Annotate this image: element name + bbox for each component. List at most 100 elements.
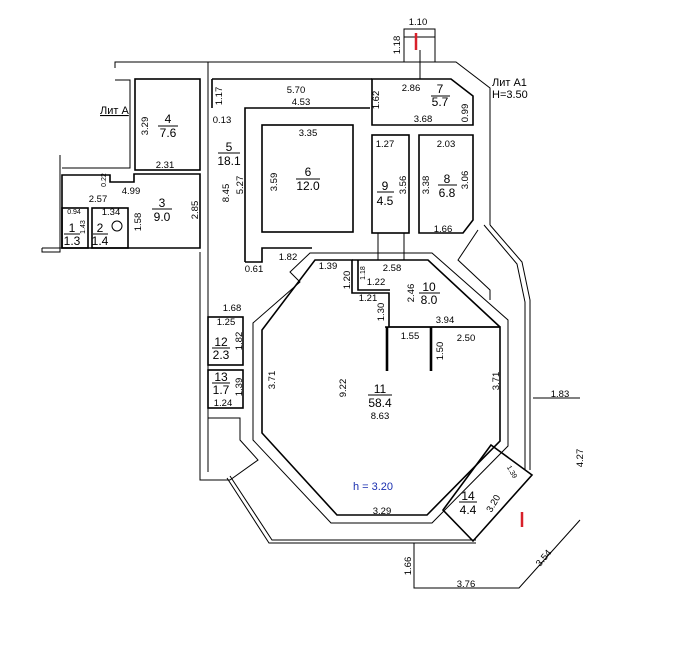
svg-text:10: 10 xyxy=(422,280,436,294)
dim-label: 2.58 xyxy=(383,263,402,274)
svg-text:5: 5 xyxy=(226,140,233,154)
dim-label: 1.24 xyxy=(214,398,233,409)
dim-label: 1.30 xyxy=(376,303,387,322)
dim-label: 2.57 xyxy=(89,194,108,205)
svg-text:14: 14 xyxy=(461,489,475,503)
room-8-outline xyxy=(418,134,474,234)
dim-label: 3.29 xyxy=(373,506,392,517)
room-10: 108.0 xyxy=(419,280,440,307)
dim-label: 2.46 xyxy=(406,284,417,303)
dim-label: 0.61 xyxy=(245,264,264,275)
dim-label: 5.70 xyxy=(287,85,306,96)
room-5: 518.1 xyxy=(217,140,241,168)
room-7: 75.7 xyxy=(431,82,450,109)
dim-label: 1.50 xyxy=(435,342,446,361)
svg-text:18.1: 18.1 xyxy=(217,154,241,168)
dim-label: 4.27 xyxy=(575,449,586,468)
svg-text:4: 4 xyxy=(165,112,172,126)
svg-text:6: 6 xyxy=(305,165,312,179)
dim-label: 3.68 xyxy=(414,114,433,125)
dim-label: 1.18 xyxy=(360,266,367,280)
height-a1-label: H=3.50 xyxy=(492,89,528,101)
dim-label: 1.43 xyxy=(80,220,87,234)
dim-label: 0.94 xyxy=(67,209,81,216)
dim-label: 1.39 xyxy=(319,261,338,272)
svg-text:7.6: 7.6 xyxy=(160,126,177,140)
svg-text:9.0: 9.0 xyxy=(154,210,171,224)
room-12-outline xyxy=(207,316,244,366)
dim-label: 2.85 xyxy=(190,201,201,220)
room-6-outline xyxy=(261,124,354,233)
room-6: 612.0 xyxy=(296,165,320,193)
dim-label: 3.06 xyxy=(460,171,471,190)
dim-label: 3.29 xyxy=(140,117,151,136)
dimensions: 1.10 1.18 2.86 1.62 0.99 3.68 1.27 2.03 … xyxy=(67,17,586,590)
dim-label: 1.66 xyxy=(403,557,414,576)
room-2-outline xyxy=(91,207,129,249)
svg-text:2.3: 2.3 xyxy=(213,348,230,362)
lit-a-label: Лит А xyxy=(100,105,129,117)
dim-label: 5.27 xyxy=(235,176,246,195)
dim-label: 3.71 xyxy=(491,372,502,391)
dim-label: 1.39 xyxy=(234,378,245,397)
dim-label: 3.71 xyxy=(267,371,278,390)
dim-label: 9.22 xyxy=(338,379,349,398)
room-1: 11.3 xyxy=(64,221,81,248)
svg-text:8.0: 8.0 xyxy=(421,293,438,307)
room-13: 131.7 xyxy=(212,370,230,397)
dim-label: 3.56 xyxy=(398,176,409,195)
dim-label: 2.03 xyxy=(437,139,456,150)
room-9-outline xyxy=(371,134,410,234)
svg-text:1.7: 1.7 xyxy=(213,383,230,397)
dim-label: 1.58 xyxy=(133,213,144,232)
dim-label: 3.76 xyxy=(457,579,476,590)
room-12: 122.3 xyxy=(212,335,230,362)
room-2: 21.4 xyxy=(92,221,109,248)
svg-text:2: 2 xyxy=(97,221,104,235)
dim-label: 3.35 xyxy=(299,128,318,139)
svg-text:12: 12 xyxy=(214,335,228,349)
svg-text:9: 9 xyxy=(382,179,389,193)
dim-label: 1.17 xyxy=(214,87,225,106)
dim-label: 0.13 xyxy=(213,115,232,126)
dim-label: 1.83 xyxy=(551,389,570,400)
svg-text:4.4: 4.4 xyxy=(460,503,477,517)
room-14-outline xyxy=(441,443,534,543)
dim-label: 1.34 xyxy=(102,207,121,218)
dim-label: 1.39 xyxy=(505,465,518,480)
dim-label: 1.22 xyxy=(367,277,386,288)
dim-label: 1.62 xyxy=(371,91,382,110)
room-4: 47.6 xyxy=(158,112,178,140)
dim-label: 2.31 xyxy=(156,160,175,171)
room-11-outline xyxy=(261,259,501,516)
room-8: 86.8 xyxy=(438,172,457,200)
room-7-outline xyxy=(371,78,474,126)
dim-label: 3.38 xyxy=(421,176,432,195)
toilet-icon xyxy=(111,220,123,232)
dim-label: 1.66 xyxy=(434,224,453,235)
dim-label: 1.55 xyxy=(401,331,420,342)
svg-text:5.7: 5.7 xyxy=(432,95,449,109)
dim-label: 3.94 xyxy=(436,315,455,326)
svg-text:11: 11 xyxy=(374,382,387,396)
room-3: 39.0 xyxy=(152,196,172,224)
svg-text:13: 13 xyxy=(214,370,228,384)
room-4-outline xyxy=(134,78,201,171)
svg-text:58.4: 58.4 xyxy=(368,396,392,410)
walls xyxy=(41,28,581,589)
svg-text:3: 3 xyxy=(159,196,166,210)
dim-label: 4.99 xyxy=(122,186,141,197)
room-13-outline xyxy=(207,369,244,409)
markers xyxy=(414,33,524,527)
svg-text:7: 7 xyxy=(437,82,444,96)
room-14: 144.4 xyxy=(459,489,477,517)
ceiling-height-label: h = 3.20 xyxy=(353,481,393,493)
dim-label: 0.22 xyxy=(101,173,108,187)
svg-text:4.5: 4.5 xyxy=(377,194,394,208)
dim-label: 3.54 xyxy=(534,548,554,569)
dim-label: 1.21 xyxy=(359,293,378,304)
room-labels: 47.6 518.1 612.0 39.0 11.3 21.4 75.7 86.… xyxy=(64,82,477,517)
dim-label: 1.20 xyxy=(342,271,353,290)
